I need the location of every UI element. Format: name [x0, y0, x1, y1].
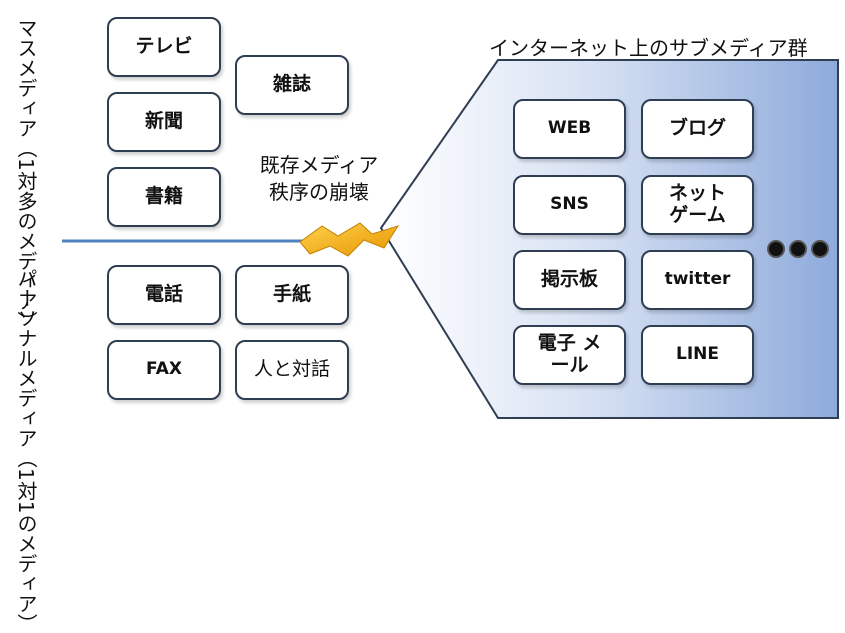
internet-item: LINE: [641, 325, 754, 385]
internet-item: 掲示板: [513, 250, 626, 310]
internet-title: インターネット上のサブメディア群: [489, 36, 808, 60]
internet-item: WEB: [513, 99, 626, 159]
lightning-icon: [299, 222, 400, 257]
personal-media-item: FAX: [107, 340, 221, 400]
mass-media-item: テレビ: [107, 17, 221, 77]
more-dot: [767, 240, 785, 258]
mass-media-label: マスメディア（1対多のメディア）: [14, 18, 38, 331]
personal-media-item: 手紙: [235, 265, 349, 325]
personal-media-item: 人と対話: [235, 340, 349, 400]
mass-media-item: 書籍: [107, 167, 221, 227]
collapse-line-2: 秩序の崩壊: [269, 180, 369, 204]
internet-item: 電子 メール: [513, 325, 626, 385]
internet-item: twitter: [641, 250, 754, 310]
internet-item: SNS: [513, 175, 626, 235]
personal-media-item: 電話: [107, 265, 221, 325]
personal-media-label: パーソナルメディア（1対1のメディア）: [14, 268, 38, 633]
more-dot: [811, 240, 829, 258]
more-indicator: ●●●: [767, 238, 831, 260]
internet-item: ネット ゲーム: [641, 175, 754, 235]
mass-media-item: 新聞: [107, 92, 221, 152]
collapse-line-1: 既存メディア: [259, 153, 379, 177]
internet-item: ブログ: [641, 99, 754, 159]
mass-media-item: 雑誌: [235, 55, 349, 115]
collapse-caption: 既存メディア 秩序の崩壊: [244, 152, 394, 206]
more-dot: [789, 240, 807, 258]
